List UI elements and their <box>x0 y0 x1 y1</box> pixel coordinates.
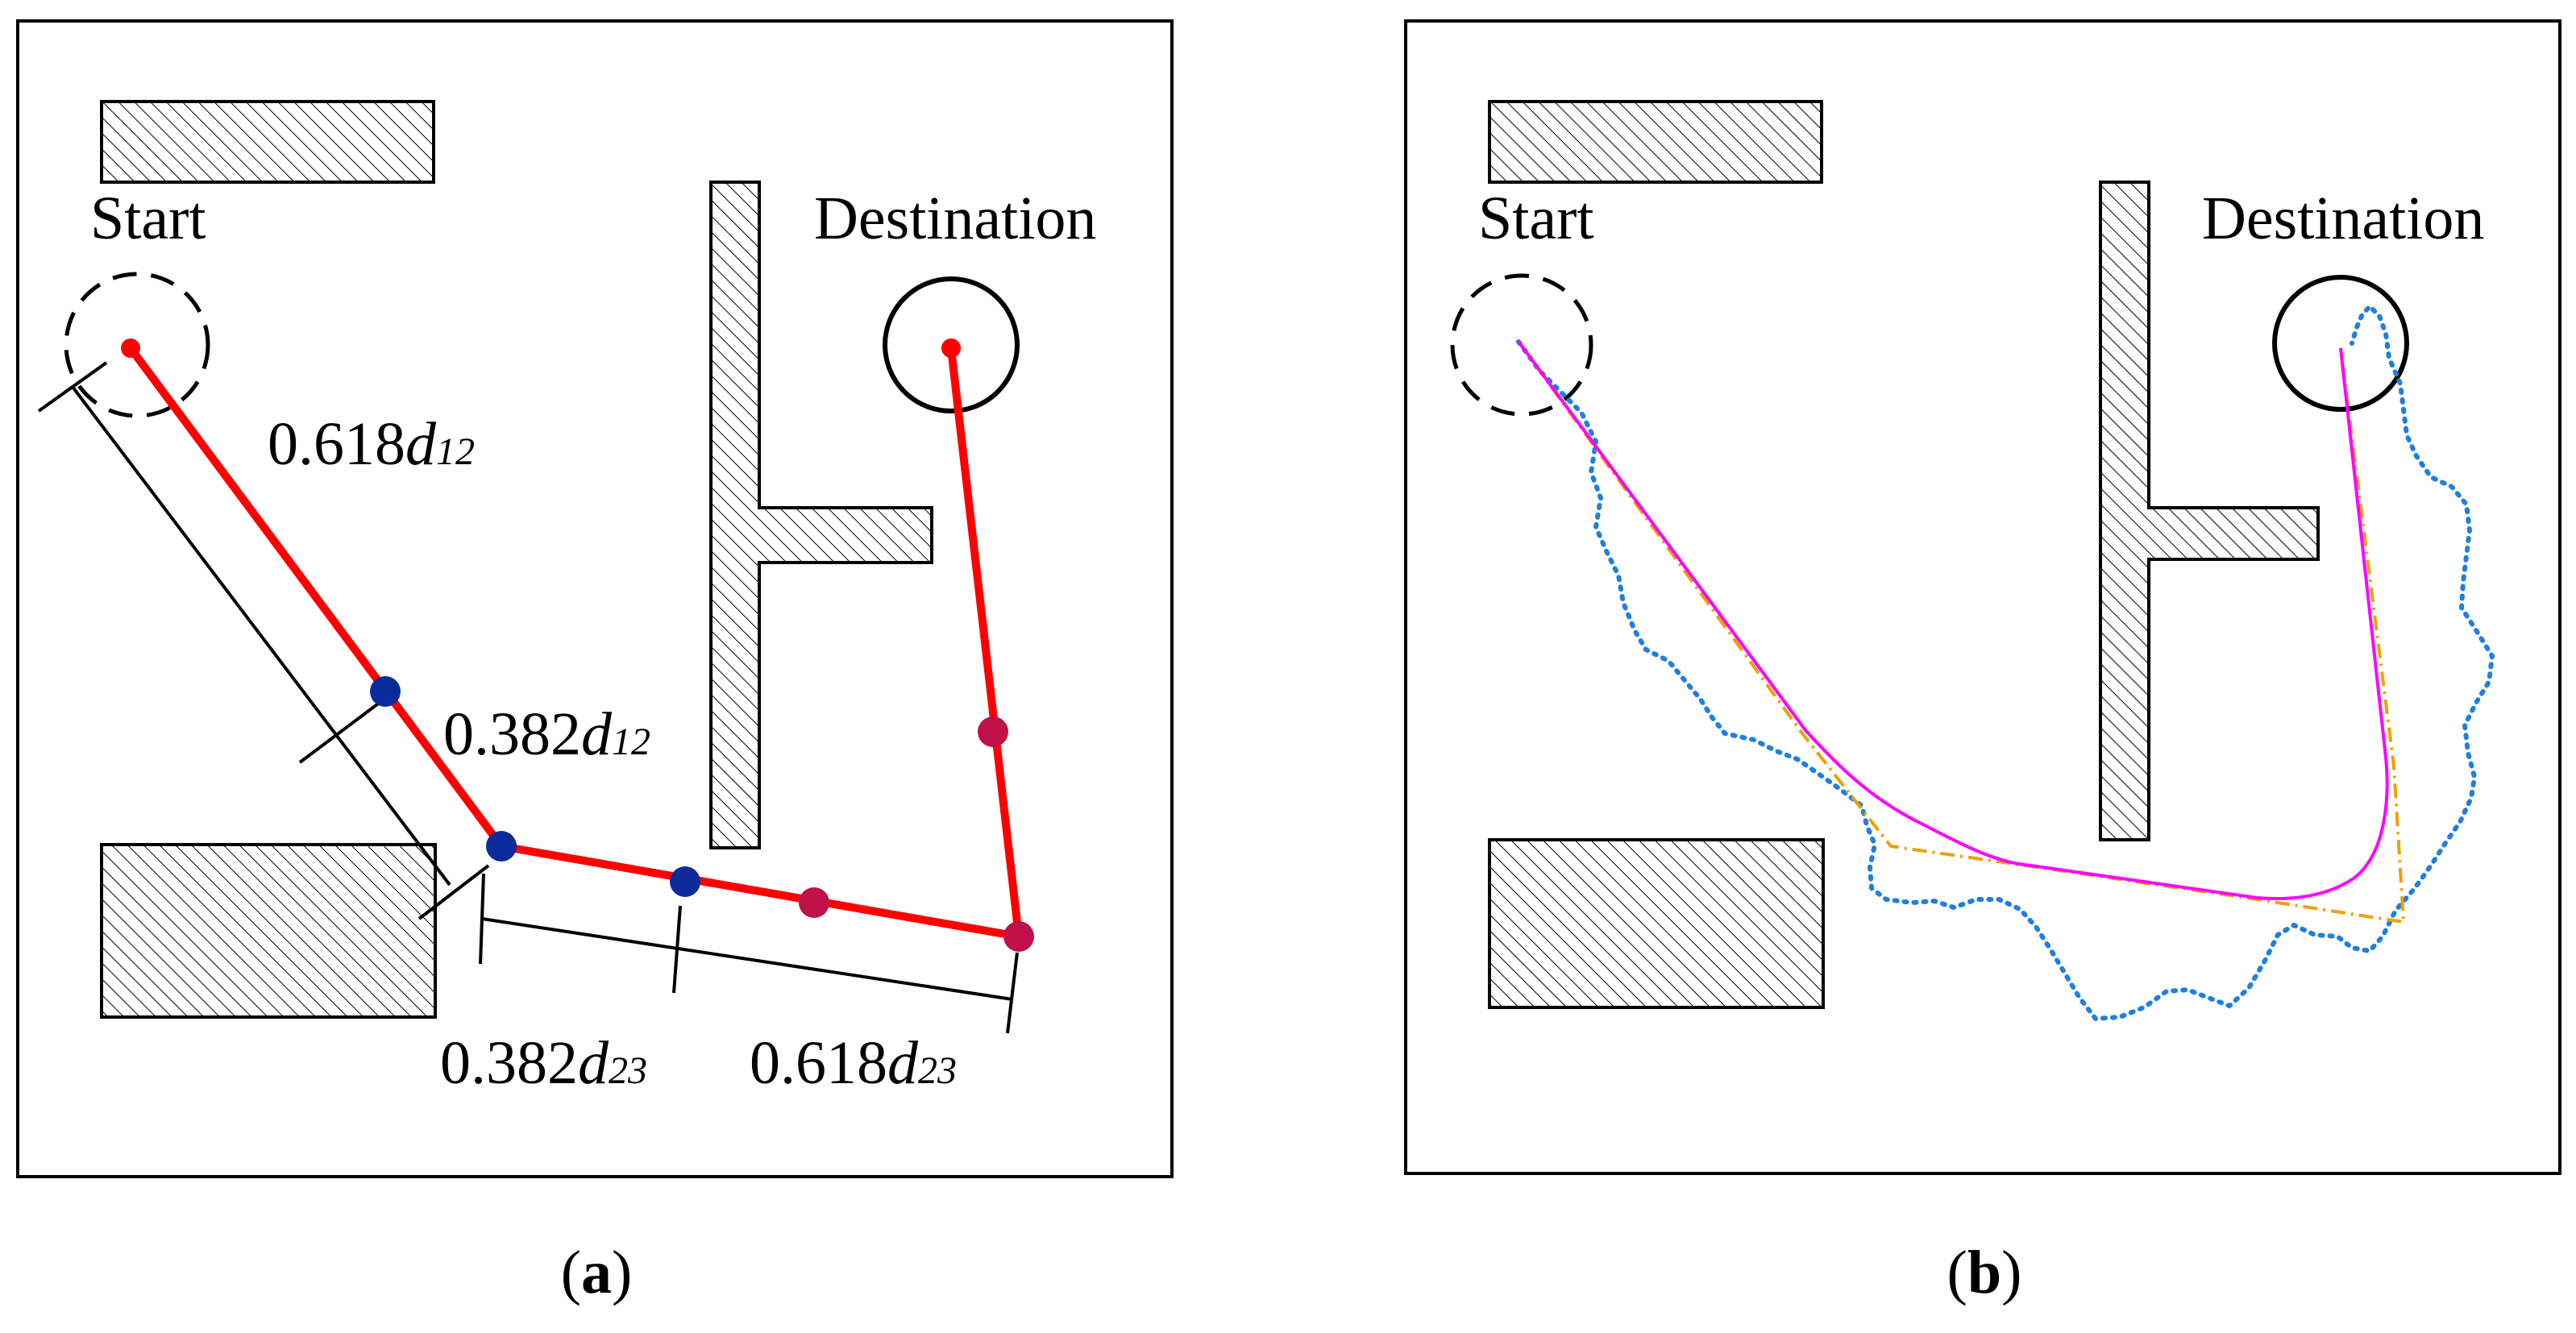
start-label: Start <box>90 185 206 252</box>
dim-line-d23 <box>481 917 1013 1001</box>
obstacle-bottom-block <box>100 843 437 1019</box>
obstacle-t-wall-b <box>2099 181 2320 841</box>
panel-b: Start Destination (b) <box>1404 19 2561 1306</box>
dim-label-382-d23: 0.382d23 <box>440 1029 647 1097</box>
golden-point-d12 <box>370 676 401 707</box>
dim-tick-end-d23 <box>1006 952 1019 1034</box>
dim-tick-mid-d23 <box>672 905 682 994</box>
start-point <box>121 338 140 358</box>
smooth-magenta-path <box>1517 340 2389 900</box>
start-region <box>64 272 210 418</box>
dashdot-orange-path <box>1517 340 2405 924</box>
golden-point-d23-blue <box>670 866 700 897</box>
destination-region-b <box>2272 275 2409 412</box>
dim-tick-end-d12 <box>418 864 490 920</box>
obstacle-bottom-block-b <box>1488 838 1825 1009</box>
destination-label: Destination <box>814 185 1096 252</box>
dim-label-618-d12: 0.618d12 <box>268 410 475 478</box>
panel-b-frame <box>1404 19 2561 1175</box>
turning-point-2 <box>486 831 517 862</box>
obstacle-top-bar-b <box>1488 100 1823 184</box>
obstacle-t-wall <box>709 181 933 849</box>
panel-a: Start Destination 0.618d12 0.382d12 0.38… <box>16 19 1174 1306</box>
obstacle-top-bar <box>100 100 435 184</box>
turning-point-3 <box>1003 921 1034 952</box>
dim-label-618-d23: 0.618d23 <box>750 1029 957 1097</box>
panel-b-caption: (b) <box>1947 1239 2022 1306</box>
dim-tick-mid-d12 <box>298 693 392 764</box>
planned-path <box>127 344 1023 941</box>
start-region-b <box>1450 273 1593 417</box>
dimension-lines <box>37 361 1019 1034</box>
start-label-b: Start <box>1478 185 1594 252</box>
destination-label-b: Destination <box>2202 185 2484 252</box>
panel-a-frame <box>16 19 1174 1178</box>
dim-line-d12 <box>71 385 451 887</box>
destination-region <box>883 276 1020 413</box>
dotted-blue-path <box>1516 302 2495 1022</box>
golden-point-d34 <box>978 716 1008 747</box>
dim-label-382-d12: 0.382d12 <box>443 700 650 768</box>
dim-tick-start-d23 <box>479 873 485 965</box>
dim-tick-start <box>37 361 108 413</box>
panel-a-caption: (a) <box>561 1239 633 1306</box>
golden-point-d23-crimson <box>799 887 829 918</box>
destination-point <box>941 338 961 358</box>
